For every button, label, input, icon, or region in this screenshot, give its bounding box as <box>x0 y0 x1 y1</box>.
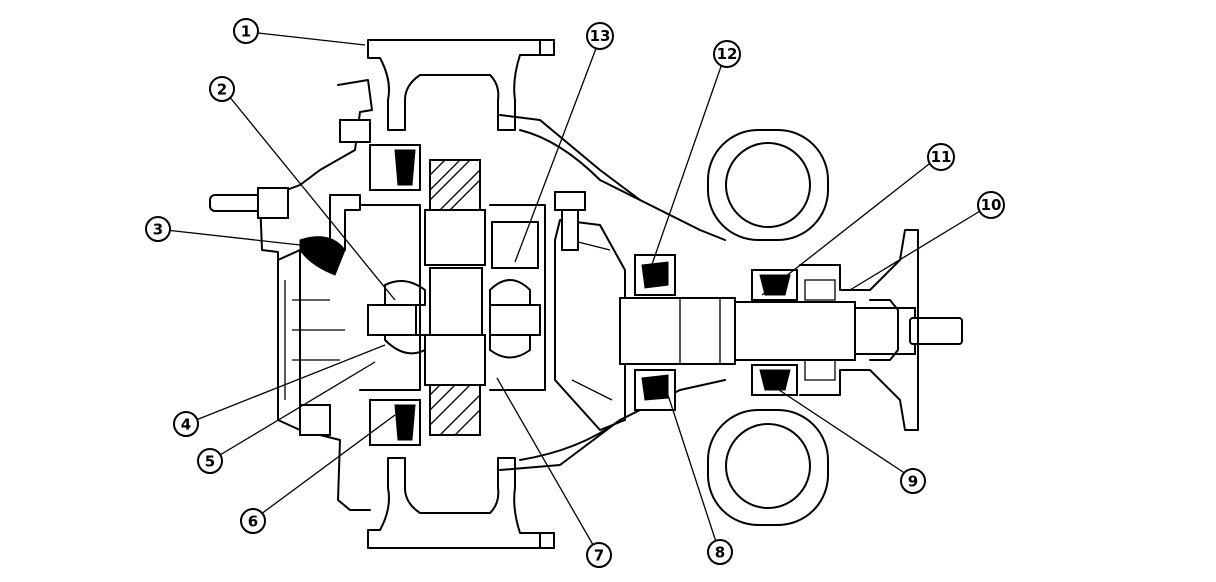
mount-bushing-upper <box>707 129 829 241</box>
callout-13-label: 13 <box>590 27 611 45</box>
pinion-front-bearing <box>634 254 676 411</box>
left-side-cover <box>299 194 361 276</box>
side-bearing-lower-left <box>299 399 421 446</box>
callout-11-label: 11 <box>931 148 952 166</box>
pinion-shaft <box>619 297 963 365</box>
callout-8: 8 <box>707 539 733 565</box>
companion-flange <box>799 229 919 431</box>
callout-12: 12 <box>713 40 741 68</box>
callout-6: 6 <box>240 508 266 534</box>
callout-9-label: 9 <box>908 473 918 491</box>
callout-7: 7 <box>586 542 612 568</box>
callout-13: 13 <box>586 22 614 50</box>
callout-2: 2 <box>209 76 235 102</box>
callout-1-label: 1 <box>241 23 251 41</box>
callout-7-label: 7 <box>594 547 604 565</box>
callout-6-label: 6 <box>248 513 258 531</box>
ring-gear-bolt <box>554 191 586 251</box>
callout-2-label: 2 <box>217 81 227 99</box>
mount-bushing-lower <box>707 409 829 526</box>
leader-lines <box>165 32 991 551</box>
callout-5: 5 <box>197 448 223 474</box>
callout-4-label: 4 <box>181 416 191 434</box>
callout-11: 11 <box>927 143 955 171</box>
callout-5-label: 5 <box>205 453 215 471</box>
callout-10-label: 10 <box>981 196 1002 214</box>
callout-3: 3 <box>145 216 171 242</box>
lower-axle-flange <box>367 457 555 549</box>
callout-12-label: 12 <box>717 45 738 63</box>
callout-9: 9 <box>900 468 926 494</box>
side-bearing-upper-left <box>339 119 421 191</box>
callout-3-label: 3 <box>153 221 163 239</box>
side-gear-right <box>489 279 541 359</box>
differential-case <box>359 204 546 391</box>
upper-axle-flange <box>367 39 555 131</box>
callout-10: 10 <box>977 191 1005 219</box>
side-gear-left <box>367 280 426 355</box>
drive-pinion-gear <box>554 219 626 431</box>
callout-1: 1 <box>233 18 259 44</box>
callout-4: 4 <box>173 411 199 437</box>
stud-bolt <box>209 187 289 219</box>
callout-8-label: 8 <box>715 544 725 562</box>
